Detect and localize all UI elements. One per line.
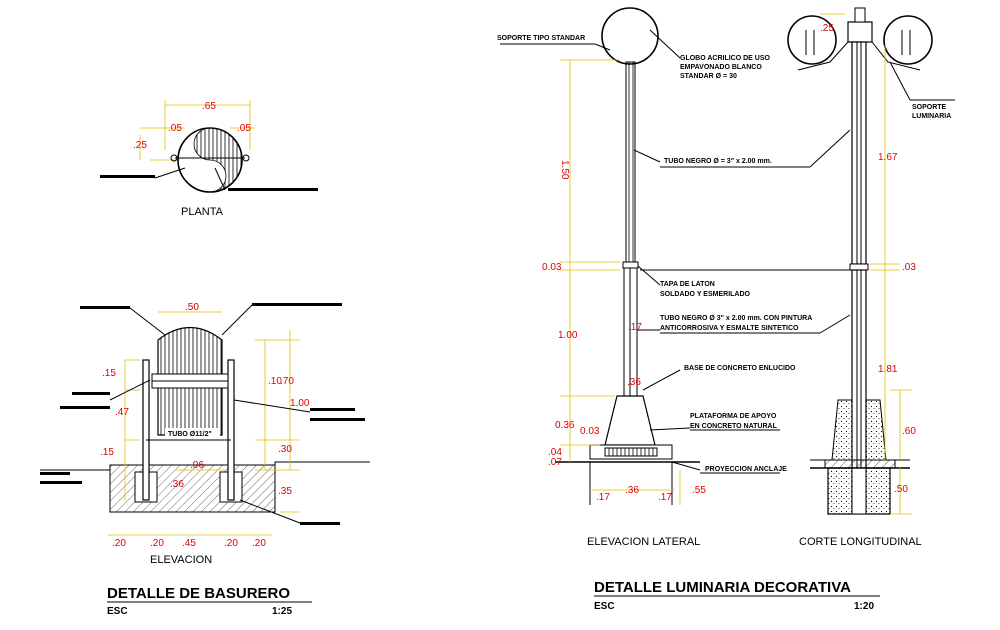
- globe-label-3: STANDAR Ø = 30: [680, 73, 737, 80]
- left-title-block: DETALLE DE BASURERO ESC 1:25: [107, 585, 312, 617]
- lamp-dim-36: .36: [625, 485, 639, 496]
- left-esc: ESC: [107, 606, 128, 617]
- right-title: DETALLE LUMINARIA DECORATIVA: [594, 579, 851, 596]
- lamp-dim-100: 1.00: [558, 330, 578, 341]
- section-dim-50: .50: [894, 484, 908, 495]
- bin-dim-35: .35: [278, 486, 292, 497]
- lamp-dim-17b: .17: [658, 492, 672, 503]
- lamp-dim-003: 0.03: [542, 262, 562, 273]
- arm-support-label-1: SOPORTE: [912, 104, 947, 111]
- bin-dim-b1: .20: [112, 538, 126, 549]
- bin-dim-15b: .15: [100, 447, 114, 458]
- section-dim-60: .60: [902, 426, 916, 437]
- lamp-section: SOPORTE LUMINARIA .25 1.67 .03 1.81 .60 …: [787, 7, 955, 548]
- left-scale: 1:25: [272, 606, 292, 617]
- left-title: DETALLE DE BASURERO: [107, 585, 290, 602]
- bin-dim-10: .10: [268, 376, 282, 387]
- base-label: BASE DE CONCRETO ENLUCIDO: [684, 365, 796, 372]
- right-title-block: DETALLE LUMINARIA DECORATIVA ESC 1:20: [594, 579, 880, 612]
- bin-dim-06: .06: [190, 460, 204, 471]
- bin-dim-47: .47: [115, 407, 129, 418]
- bin-dim-b4: .20: [224, 538, 238, 549]
- plan-dim-width: .65: [202, 101, 216, 112]
- tube2-label-2: ANTICORROSIVA Y ESMALTE SINTETICO: [660, 325, 799, 332]
- arm-support-label-2: LUMINARIA: [912, 113, 951, 120]
- plan-label: PLANTA: [181, 206, 224, 218]
- section-dim-25: .25: [820, 23, 834, 34]
- anchor-label: PROYECCION ANCLAJE: [705, 466, 787, 473]
- globe-label-2: EMPAVONADO BLANCO: [680, 64, 762, 71]
- section-dim-181: 1.81: [878, 364, 898, 375]
- globe-label-1: GLOBO ACRILICO DE USO: [680, 55, 771, 62]
- plan-view: .65 .05 .05 .25 PLANTA: [100, 100, 318, 218]
- bin-dim-b3: .45: [182, 538, 196, 549]
- lamp-dim-36b: .36: [627, 377, 641, 388]
- lamp-dim-150: 1.50: [559, 160, 570, 180]
- lamp-dim-003b: 0.03: [580, 426, 600, 437]
- platform-label-1: PLATAFORMA DE APOYO: [690, 413, 777, 420]
- tube-label: TUBO NEGRO Ø = 3" x 2.00 mm.: [664, 158, 772, 165]
- bin-dim-100: 1.00: [290, 398, 310, 409]
- cap-label-2: SOLDADO Y ESMERILADO: [660, 291, 751, 298]
- bin-dim-30: .30: [278, 444, 292, 455]
- plan-dim-height: .25: [133, 140, 147, 151]
- section-dim-03: .03: [902, 262, 916, 273]
- bin-dim-70: .70: [280, 376, 294, 387]
- lamp-dim-036: 0.36: [555, 420, 575, 431]
- plan-dim-left: .05: [168, 123, 182, 134]
- lamp-dim-17a: .17: [596, 492, 610, 503]
- lamp-elevation: SOPORTE TIPO STANDAR GLOBO ACRILICO DE U…: [497, 7, 851, 548]
- cap-label-1: TAPA DE LATON: [660, 281, 715, 288]
- plan-dim-right: .05: [237, 123, 251, 134]
- bin-tube-label: TUBO Ø11/2": [168, 431, 212, 438]
- elevation-label: ELEVACION: [150, 554, 212, 566]
- bin-dim-15: .15: [102, 368, 116, 379]
- lamp-dim-55: .55: [692, 485, 706, 496]
- tube2-label-1: TUBO NEGRO Ø 3" x 2.00 mm. CON PINTURA: [660, 315, 812, 322]
- bin-dim-36: .36: [170, 479, 184, 490]
- view-left-label: ELEVACION LATERAL: [587, 536, 700, 548]
- lamp-dim-04: .04: [548, 447, 562, 458]
- lamp-dim-07: .07: [548, 457, 562, 468]
- soporte-label: SOPORTE TIPO STANDAR: [497, 35, 585, 42]
- platform-label-2: EN CONCRETO NATURAL: [690, 423, 778, 430]
- lamp-dim-17c: .17: [628, 322, 642, 333]
- bin-dim-top: .50: [185, 302, 199, 313]
- bin-dim-b2: .20: [150, 538, 164, 549]
- bin-dim-b5: .20: [252, 538, 266, 549]
- section-dim-167: 1.67: [878, 152, 898, 163]
- right-scale: 1:20: [854, 601, 874, 612]
- bin-elevation: TUBO Ø11/2" .50 .15 .47 .15 .1: [40, 302, 370, 566]
- right-esc: ESC: [594, 601, 615, 612]
- view-right-label: CORTE LONGITUDINAL: [799, 536, 922, 548]
